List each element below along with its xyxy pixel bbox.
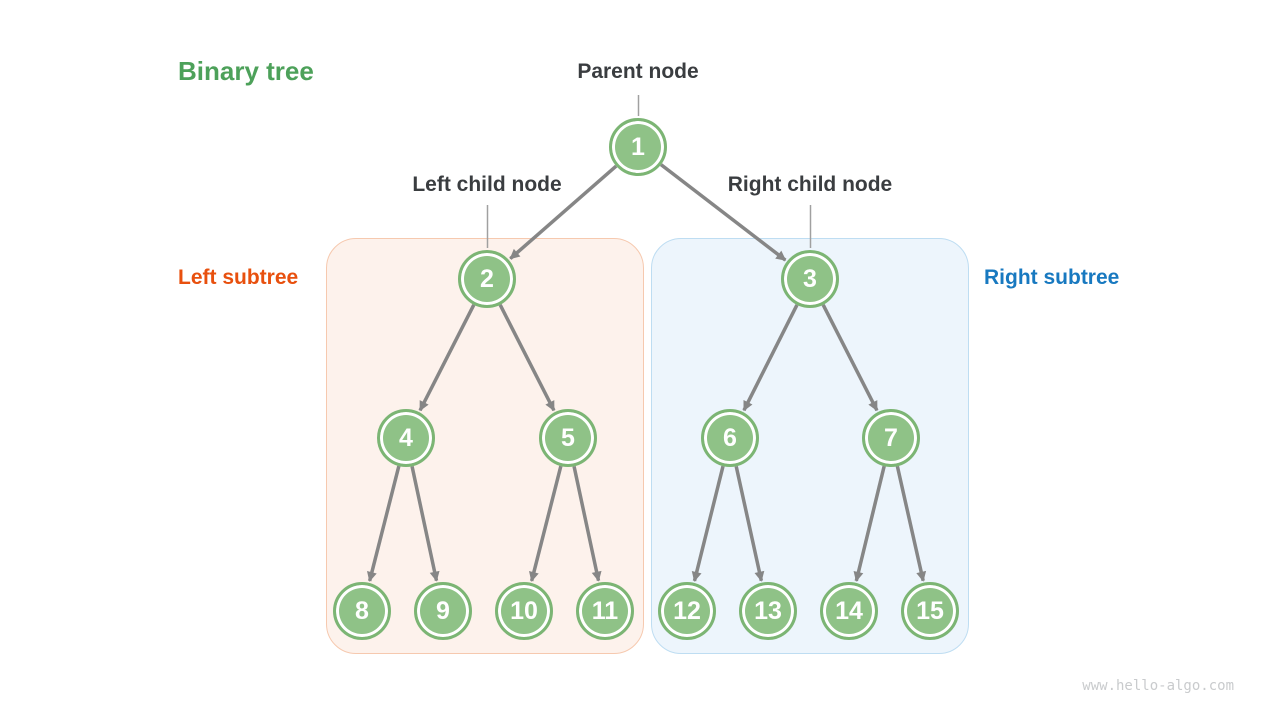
watermark-text: www.hello-algo.com	[1082, 678, 1234, 694]
tree-node-value: 3	[803, 264, 817, 293]
tree-edge-5-11	[572, 465, 602, 582]
tree-node-8: 8	[333, 582, 391, 640]
tree-node-13: 13	[739, 582, 797, 640]
tree-node-value: 5	[561, 423, 575, 452]
tree-node-value: 9	[436, 596, 450, 625]
tree-node-9: 9	[414, 582, 472, 640]
tree-edge-1-2	[509, 164, 618, 260]
tree-node-15: 15	[901, 582, 959, 640]
parent-node-label: Parent node	[577, 60, 699, 83]
tree-edge-3-7	[821, 304, 879, 412]
tree-node-value: 12	[673, 596, 701, 625]
tree-edge-4-8	[367, 465, 401, 582]
tree-edge-7-14	[853, 465, 886, 582]
tree-node-7: 7	[862, 409, 920, 467]
tree-node-value: 13	[754, 596, 782, 625]
tree-node-1: 1	[609, 118, 667, 176]
tree-node-value: 15	[916, 596, 944, 625]
tree-edge-7-15	[895, 465, 927, 582]
tree-edge-4-9	[410, 465, 440, 582]
tree-edge-6-13	[734, 465, 765, 582]
tree-edge-5-10	[529, 465, 563, 582]
tree-node-5: 5	[539, 409, 597, 467]
tree-edge-6-12	[691, 465, 725, 582]
tree-node-4: 4	[377, 409, 435, 467]
tree-node-6: 6	[701, 409, 759, 467]
tree-edge-2-4	[418, 304, 476, 412]
tree-node-value: 1	[631, 132, 645, 161]
tree-edge-3-6	[742, 304, 799, 412]
tree-node-value: 7	[884, 423, 898, 452]
tree-node-3: 3	[781, 250, 839, 308]
left-child-node-label: Left child node	[412, 173, 562, 196]
tree-node-14: 14	[820, 582, 878, 640]
tree-node-value: 2	[480, 264, 494, 293]
tree-node-12: 12	[658, 582, 716, 640]
tree-node-value: 4	[399, 423, 413, 452]
right-subtree-label: Right subtree	[984, 266, 1120, 289]
tree-edge-2-5	[498, 304, 556, 412]
tree-node-11: 11	[576, 582, 634, 640]
tree-node-10: 10	[495, 582, 553, 640]
tree-node-value: 11	[591, 596, 619, 625]
tree-node-value: 8	[355, 596, 369, 625]
tree-node-value: 10	[510, 596, 538, 625]
right-child-node-label: Right child node	[727, 173, 893, 196]
tree-edge-1-3	[659, 163, 787, 262]
diagram-title: Binary tree	[178, 56, 314, 86]
left-subtree-label: Left subtree	[178, 266, 299, 289]
tree-node-value: 6	[723, 423, 737, 452]
tree-node-2: 2	[458, 250, 516, 308]
tree-node-value: 14	[835, 596, 863, 625]
